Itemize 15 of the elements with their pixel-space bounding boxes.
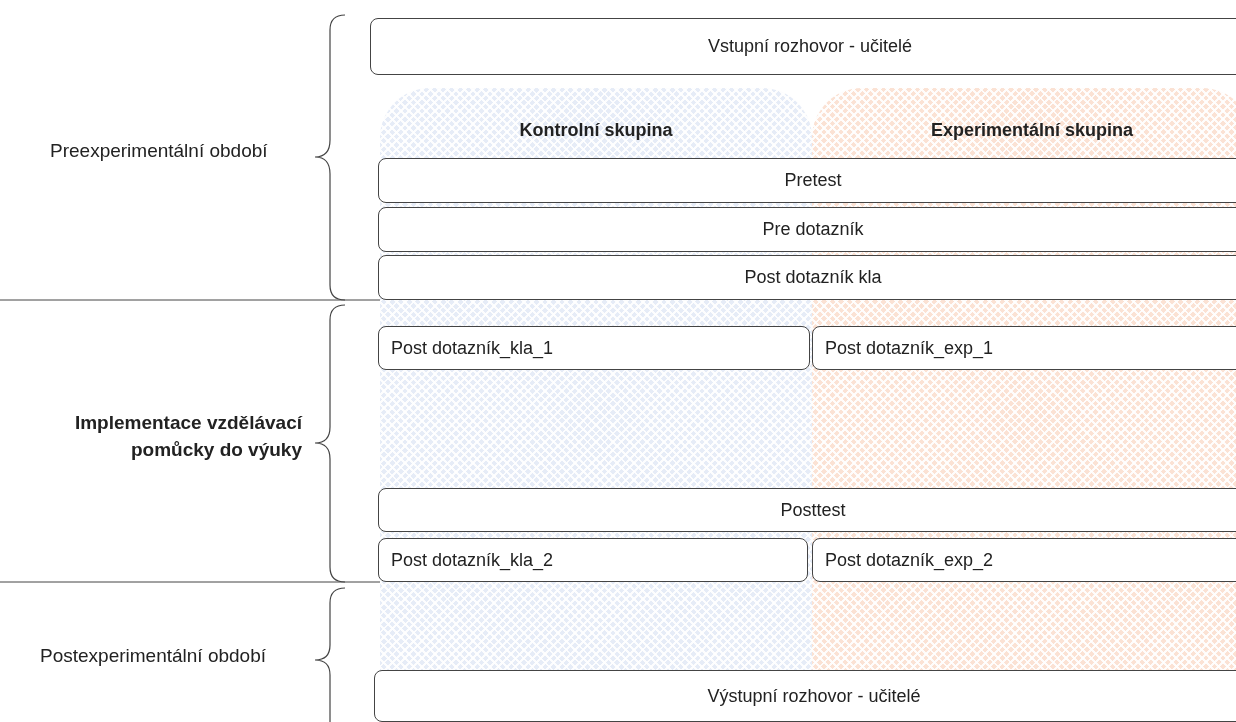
step-box: Post dotazník_kla_1 — [378, 326, 810, 370]
step-box: Vstupní rozhovor - učitelé — [370, 18, 1236, 75]
period-label: Postexperimentální období — [40, 644, 268, 668]
step-box: Pre dotazník — [378, 207, 1236, 252]
step-box: Post dotazník_exp_2 — [812, 538, 1236, 582]
step-box: Posttest — [378, 488, 1236, 532]
group-title: Experimentální skupina — [930, 120, 1134, 141]
period-label: Preexperimentální období — [50, 139, 269, 163]
step-box: Výstupní rozhovor - učitelé — [374, 670, 1236, 722]
step-box: Pretest — [378, 158, 1236, 203]
period-label: Implementace vzdělávací pomůcky do výuky — [73, 411, 302, 462]
group-title: Kontrolní skupina — [519, 120, 673, 141]
step-box: Post dotazník_exp_1 — [812, 326, 1236, 370]
step-box: Post dotazník_kla_2 — [378, 538, 808, 582]
step-box: Post dotazník kla — [378, 255, 1236, 300]
